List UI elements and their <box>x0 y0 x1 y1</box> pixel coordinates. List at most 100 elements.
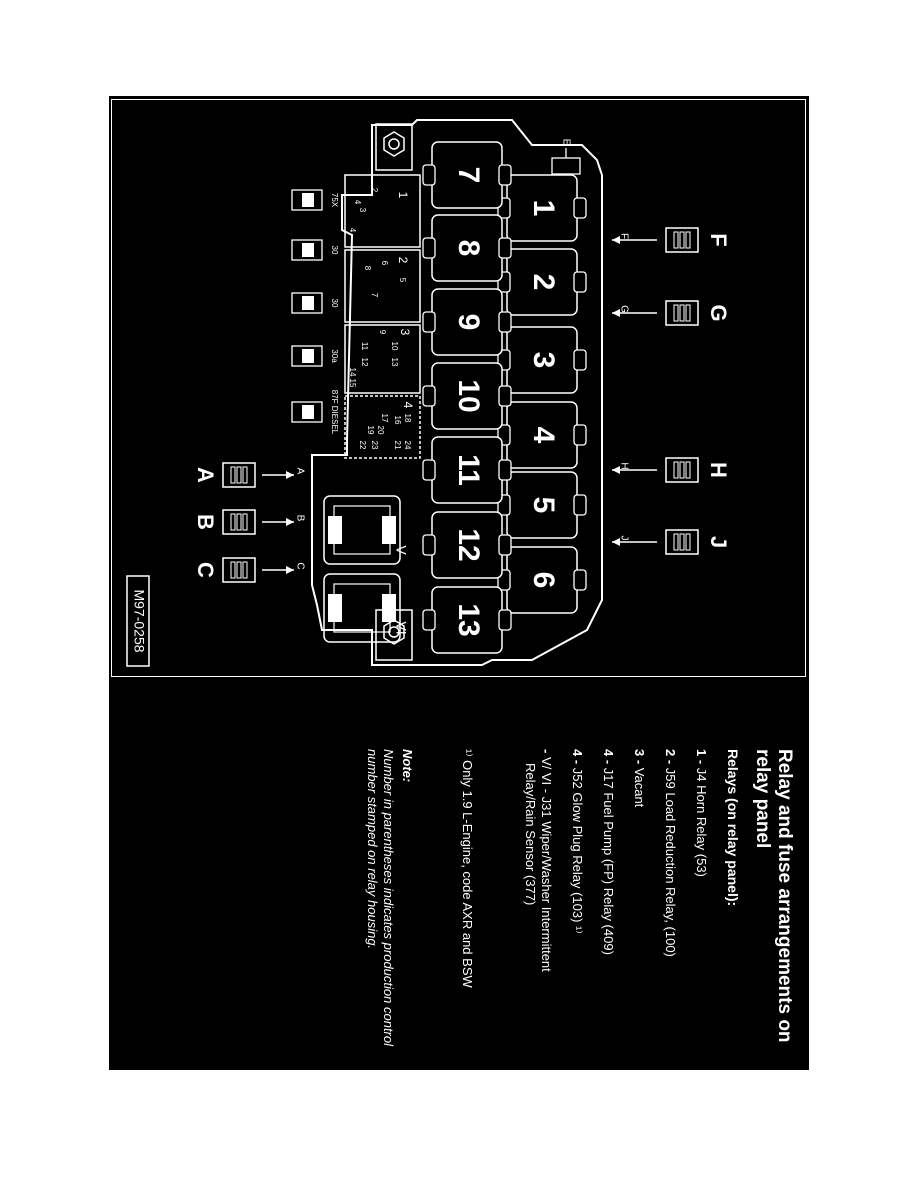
terminal-stud: 87F DIESEL <box>291 390 339 435</box>
connector-small-label: J <box>618 536 629 541</box>
relay-slot-9: 9 <box>422 288 512 356</box>
fuse-number: 21 <box>393 441 402 450</box>
relay-slot-label: 11 <box>452 454 485 486</box>
connector-G: GG <box>612 300 731 326</box>
fuse-number: 2 <box>370 188 379 193</box>
terminal-label: 87F DIESEL <box>330 390 339 435</box>
connector-J: JJ <box>612 529 731 555</box>
connector-small-label: B <box>294 515 305 522</box>
rotated-text-page: Relay and fuse arrangements on relay pan… <box>109 96 809 1070</box>
relay-slot-11: 11 <box>422 436 512 504</box>
terminal-stud: 30 <box>291 239 339 261</box>
list-item: 1 - J4 Horn Relay (53) <box>694 749 709 877</box>
connector-letter: A <box>193 467 218 483</box>
fuse-number: 3 <box>398 329 412 336</box>
list-item-continuation: Relay/Rain Sensor (377) <box>523 763 538 906</box>
footnote: ¹⁾ Only 1.9 L-Engine, code AXR and BSW <box>460 749 475 988</box>
terminal-stud: 75X <box>291 189 339 211</box>
relay-slot-label: 13 <box>452 603 485 636</box>
list-item: 2 - J59 Load Reduction Relay, (100) <box>663 749 678 957</box>
relay-slot-label: 10 <box>452 379 485 412</box>
note-body: Number in parentheses indicates producti… <box>365 749 396 1047</box>
relay-slot-label: 5 <box>527 497 560 514</box>
fuse-number: 14 <box>348 368 357 377</box>
fuse-number: 7 <box>370 293 379 298</box>
relay-slot-label: 9 <box>452 314 485 331</box>
relay-slot-12: 12 <box>422 511 512 579</box>
socket-VI: VI <box>323 573 409 643</box>
fuse-number: 4 <box>353 200 362 205</box>
connector-small-label: H <box>618 462 629 469</box>
connector-small-label: F <box>618 233 629 239</box>
fuse-number: 18 <box>403 414 412 423</box>
fuse-number: 2 <box>396 257 410 264</box>
relay-slot-2: 2 <box>497 248 587 316</box>
relay-slot-8: 8 <box>422 214 512 282</box>
terminal-label: 30a <box>330 349 339 363</box>
relay-slot-label: 1 <box>527 200 560 217</box>
fuse-number: 10 <box>390 342 399 351</box>
relay-slot-label: 12 <box>452 528 485 561</box>
page-title: Relay and fuse arrangements on relay pan… <box>752 749 795 1043</box>
relay-slot-3: 3 <box>497 326 587 394</box>
relay-slot-4: 4 <box>497 401 587 469</box>
figure-code-box <box>126 575 150 667</box>
relay-sockets: V VI <box>323 495 409 643</box>
connector-letter: G <box>706 304 731 321</box>
fuse-number: 23 <box>370 441 379 450</box>
terminal-label: 75X <box>330 193 339 208</box>
list-item: 3 - Vacant <box>632 749 647 808</box>
fuse-number: 3 <box>358 208 367 213</box>
terminal-label: 30 <box>330 299 339 308</box>
connector-small-label: A <box>294 468 305 475</box>
fuse-number: 4 <box>401 402 415 409</box>
relay-slot-label: 3 <box>527 352 560 369</box>
relay-slot-7: 7 <box>422 141 512 209</box>
list-item: - V/ VI - J31 Wiper/Washer Intermittent <box>539 749 554 972</box>
fuse-number: 16 <box>393 416 402 425</box>
relay-panel-outline <box>311 119 603 666</box>
connector-H: HH <box>612 457 731 483</box>
fuse-number: 15 <box>348 379 357 388</box>
figure-code: M97-0258 <box>131 589 147 652</box>
terminal-studs: 75X 30 30 30a 87F DIESEL <box>291 189 339 435</box>
fuse-number: 24 <box>403 441 412 450</box>
connector-letter: E <box>560 139 571 146</box>
socket-label: V <box>393 545 409 555</box>
connector-letter: C <box>193 562 218 578</box>
fuse-number: 5 <box>398 278 407 283</box>
fuse-number: 20 <box>376 426 385 435</box>
fuse-number: 9 <box>378 330 387 335</box>
connector-letter: H <box>706 462 731 478</box>
fuse-number: 22 <box>358 441 367 450</box>
relay-slot-1: 1 <box>497 174 587 242</box>
connector-F: FF <box>612 227 731 253</box>
relay-slot-label: 8 <box>452 240 485 257</box>
terminal-stud: 30 <box>291 292 339 314</box>
relay-slot-5: 5 <box>497 471 587 539</box>
list-item: 4 - J17 Fuel Pump (FP) Relay (409) <box>601 749 616 955</box>
fuse-number: 11 <box>360 342 369 351</box>
note-heading: Note: <box>400 749 415 783</box>
text-area: Relay and fuse arrangements on relay pan… <box>109 749 809 1070</box>
fuse-blocks <box>344 174 421 459</box>
fuse-number: 19 <box>366 426 375 435</box>
subheading: Relays (on relay panel): <box>725 749 741 907</box>
connector-E: E <box>551 139 581 175</box>
terminal-stud: 30a <box>291 345 339 367</box>
fuse-number: 12 <box>360 358 369 367</box>
connector-small-label: C <box>294 562 305 569</box>
relay-slot-label: 2 <box>527 274 560 291</box>
relay-slot-13: 13 <box>422 586 512 654</box>
connector-letter: J <box>706 536 731 548</box>
fuse-number: 17 <box>380 414 389 423</box>
relay-slot-label: 6 <box>527 572 560 589</box>
fuse-number: 4 <box>348 228 357 233</box>
connector-letter: F <box>706 233 731 246</box>
fuse-number: 13 <box>390 358 399 367</box>
